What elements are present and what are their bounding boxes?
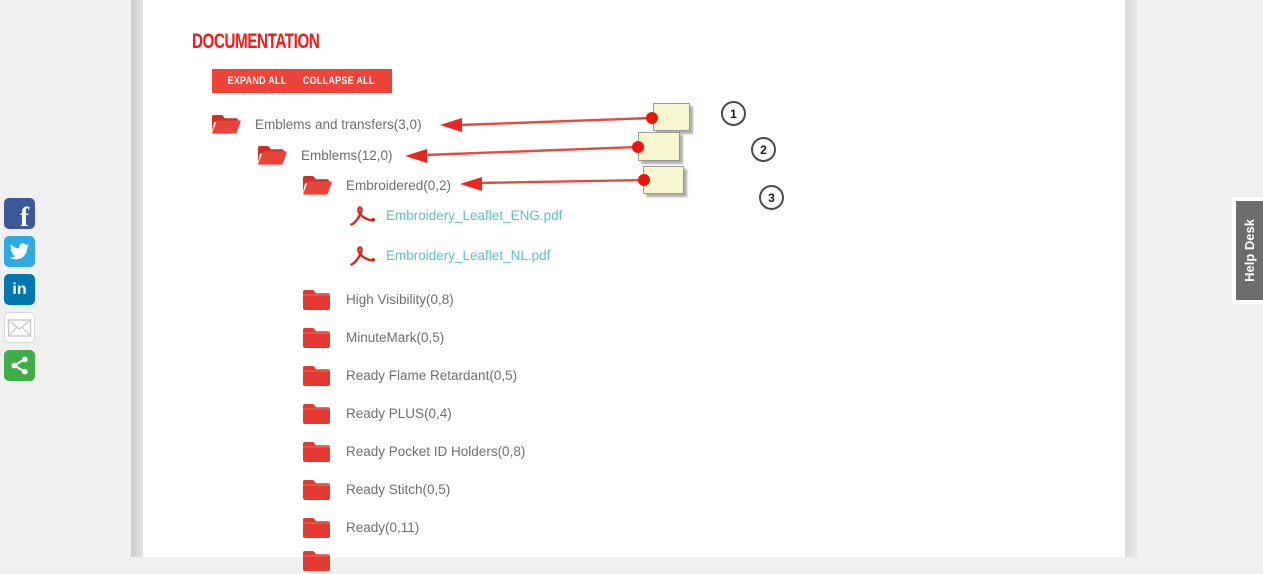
folder-label[interactable]: Ready Stitch(0,5) xyxy=(346,481,451,497)
twitter-share-button[interactable] xyxy=(4,236,35,267)
callout-badge-2: 2 xyxy=(751,137,776,162)
share-icon xyxy=(9,355,30,376)
tree-item-folder: Emblems and transfers(3,0) xyxy=(210,110,422,138)
folder-closed-icon xyxy=(301,514,332,540)
facebook-share-button[interactable]: f xyxy=(4,198,35,229)
tree-item-folder: Ready Stitch(0,5) xyxy=(301,475,450,503)
right-gutter-divider xyxy=(1125,0,1137,557)
sticky-note-3 xyxy=(643,166,684,194)
folder-label[interactable]: MinuteMark(0,5) xyxy=(346,329,445,345)
tree-item-folder: Ready Flame Retardant(0,5) xyxy=(301,361,517,389)
sticky-note-2 xyxy=(638,132,680,161)
pdf-file-link[interactable]: Embroidery_Leaflet_ENG.pdf xyxy=(386,207,563,223)
email-share-button[interactable] xyxy=(4,312,35,343)
folder-label[interactable]: High Visibility(0,8) xyxy=(346,291,454,307)
folder-label[interactable]: Ready Pocket ID Holders(0,8) xyxy=(346,443,526,459)
folder-label[interactable]: Ready PLUS(0,4) xyxy=(346,405,452,421)
tree-item-folder: High Visibility(0,8) xyxy=(301,285,454,313)
facebook-icon: f xyxy=(20,202,29,229)
linkedin-icon: in xyxy=(12,280,27,298)
folder-label[interactable]: Embroidered(0,2) xyxy=(346,177,452,193)
tree-item-pdf: Embroidery_Leaflet_NL.pdf xyxy=(349,241,550,269)
folder-closed-icon xyxy=(301,438,332,464)
tree-item-folder: Ready Pocket ID Holders(0,8) xyxy=(301,437,525,465)
folder-label[interactable]: Ready Flame Retardant(0,5) xyxy=(346,367,518,383)
folder-label[interactable]: Emblems(12,0) xyxy=(301,147,393,163)
page-root: DOCUMENTATION EXPAND ALL COLLAPSE ALL Em… xyxy=(4,0,1263,571)
folder-closed-icon xyxy=(301,362,332,388)
email-icon xyxy=(7,318,32,338)
left-gutter-divider xyxy=(131,0,143,557)
folder-label[interactable]: Emblems and transfers(3,0) xyxy=(255,116,422,132)
callout-badge-3: 3 xyxy=(759,185,784,210)
folder-closed-icon xyxy=(301,286,332,312)
tree-item-pdf: Embroidery_Leaflet_ENG.pdf xyxy=(349,201,562,229)
tree-item-folder: Embroidered(0,2) xyxy=(301,171,451,199)
folder-open-icon xyxy=(256,142,287,168)
generic-share-button[interactable] xyxy=(4,350,35,381)
folder-closed-icon xyxy=(301,547,332,573)
tree-item-folder: Ready PLUS(0,4) xyxy=(301,399,452,427)
page-title: DOCUMENTATION xyxy=(192,30,320,53)
helpdesk-frame: Help Desk xyxy=(1232,197,1263,304)
folder-open-icon xyxy=(301,172,332,198)
callout-badge-1: 1 xyxy=(721,101,746,126)
social-share-bar: f in xyxy=(4,198,35,388)
folder-closed-icon xyxy=(301,324,332,350)
tree-item-folder: Emblems(12,0) xyxy=(256,141,393,169)
collapse-all-button[interactable]: COLLAPSE ALL xyxy=(286,69,392,93)
linkedin-share-button[interactable]: in xyxy=(4,274,35,305)
twitter-icon xyxy=(9,241,30,262)
folder-open-icon xyxy=(210,111,241,137)
folder-closed-icon xyxy=(301,476,332,502)
pdf-file-link[interactable]: Embroidery_Leaflet_NL.pdf xyxy=(386,247,551,263)
tree-item-folder: MinuteMark(0,5) xyxy=(301,323,444,351)
tree-item-folder: Ready(0,11) xyxy=(301,513,419,541)
helpdesk-tab[interactable]: Help Desk xyxy=(1236,201,1263,300)
helpdesk-label: Help Desk xyxy=(1242,219,1257,282)
pdf-icon xyxy=(349,203,376,227)
tree-item-folder xyxy=(301,546,346,574)
pdf-icon xyxy=(349,243,376,267)
folder-closed-icon xyxy=(301,400,332,426)
sticky-note-1 xyxy=(653,103,690,131)
folder-label[interactable]: Ready(0,11) xyxy=(346,519,420,535)
